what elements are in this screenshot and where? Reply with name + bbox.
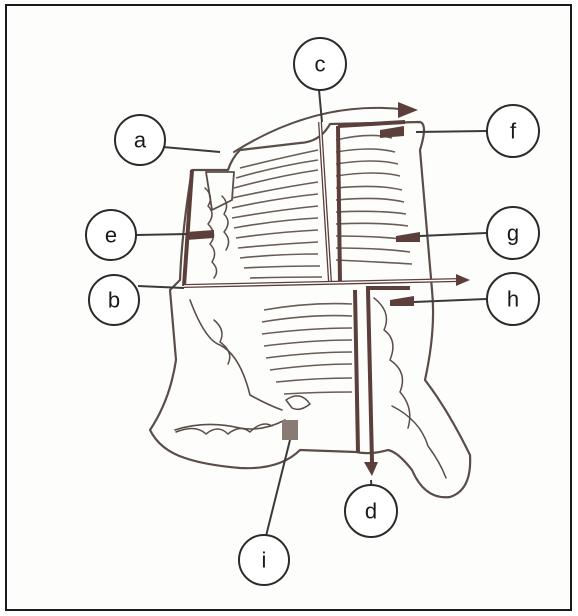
carcass-outline: [150, 122, 470, 497]
callout-c: c: [294, 38, 346, 90]
arrowhead-icon: [456, 274, 470, 286]
callout-i: i: [239, 535, 289, 585]
marker-e-icon: [186, 230, 214, 240]
vertebrae-detail: [176, 188, 446, 478]
callout-a: a: [115, 115, 165, 165]
callout-f-label: f: [510, 119, 517, 144]
marker-g-icon: [396, 232, 420, 242]
cut-lines: [184, 122, 470, 476]
callout-g-label: g: [507, 221, 519, 246]
callout-c-label: c: [315, 52, 326, 77]
callout-h: h: [487, 273, 539, 325]
callout-i-label: i: [262, 548, 267, 573]
callout-a-label: a: [134, 128, 147, 153]
callout-b-label: b: [108, 288, 120, 313]
arrowhead-icon: [364, 462, 378, 476]
marker-h-icon: [390, 296, 414, 306]
callout-b: b: [89, 275, 139, 325]
callout-h-label: h: [507, 287, 519, 312]
arrowhead-icon: [398, 102, 418, 118]
callout-d-label: d: [365, 499, 377, 524]
top-arc-arrow: [234, 102, 418, 152]
callout-d: d: [345, 485, 397, 537]
callout-e-label: e: [105, 223, 117, 248]
callout-f: f: [487, 105, 539, 157]
marker-f-icon: [380, 126, 404, 138]
marker-i-icon: [282, 420, 298, 440]
callout-e: e: [86, 210, 136, 260]
callout-g: g: [487, 207, 539, 259]
